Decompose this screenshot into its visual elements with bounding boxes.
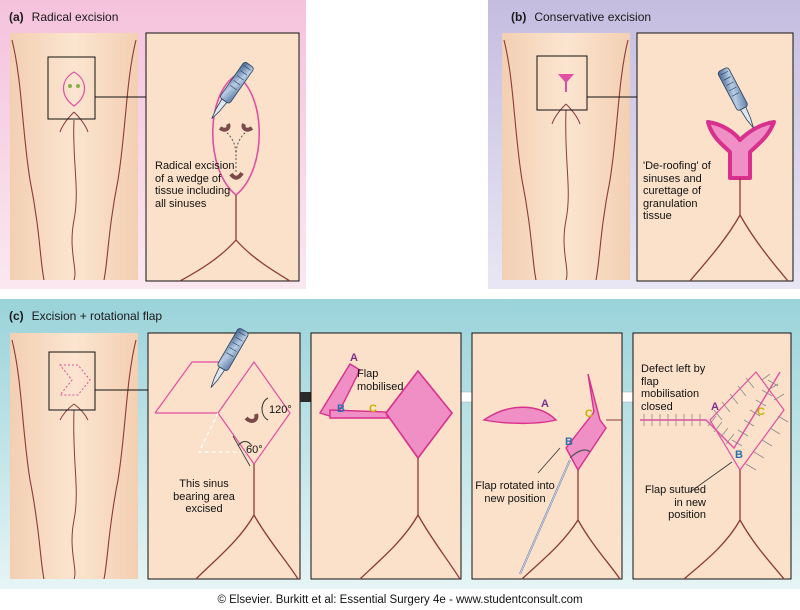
panel-b-body-sketch (502, 33, 637, 281)
panel-b-letter: (b) (511, 10, 527, 24)
panel-a-body-sketch (10, 33, 146, 281)
step4-letter-b: B (735, 449, 743, 461)
panel-a-detail (145, 32, 300, 282)
panel-c-title: (c) Excision + rotational flap (9, 309, 162, 323)
angle-120-label: 120° (269, 404, 292, 416)
copyright-footer: © Elsevier. Burkitt et al: Essential Sur… (217, 594, 583, 606)
defect-label: Defect left by flap mobilisation closed (641, 363, 706, 413)
step3-letter-a: A (541, 398, 549, 410)
suture-ticks-2 (713, 373, 789, 471)
panel-b-detail (636, 32, 794, 282)
panel-b-title: (b) Conservative excision (511, 10, 651, 24)
panel-b-label: 'De-roofing' of sinuses and curettage of… (643, 160, 711, 222)
excised-label: This sinus bearing area excised (173, 478, 235, 515)
step2-letter-a: A (350, 352, 358, 364)
panel-c-step1 (147, 327, 301, 580)
step4-letter-a: A (711, 401, 719, 413)
panel-c-letter: (c) (9, 309, 24, 323)
panel-c-title-text: Excision + rotational flap (31, 309, 163, 323)
step3-letter-c: C (585, 408, 593, 420)
step4-letter-c: C (757, 406, 765, 418)
flap-rotated-label: Flap rotated into new position (475, 480, 555, 505)
panel-a-label: Radical excision of a wedge of tissue in… (155, 160, 235, 210)
suture-ticks (643, 379, 779, 447)
panel-c-step2 (310, 332, 462, 580)
panel-a-letter: (a) (9, 10, 24, 24)
panel-a-title: (a) Radical excision (9, 10, 118, 24)
panel-c-step3 (471, 332, 623, 580)
panel-b-title-text: Conservative excision (534, 10, 652, 24)
panel-c-body-sketch (10, 333, 148, 580)
step2-letter-b: B (337, 403, 345, 415)
panel-c-step4 (632, 332, 792, 580)
step2-letter-c: C (369, 403, 377, 415)
angle-60-label: 60° (246, 444, 263, 456)
flap-sutured-label: Flap sutured in new position (644, 484, 706, 521)
flap-mobilised-label: Flap mobilised (357, 368, 404, 393)
step3-letter-b: B (565, 436, 573, 448)
panel-a-title-text: Radical excision (31, 10, 119, 24)
